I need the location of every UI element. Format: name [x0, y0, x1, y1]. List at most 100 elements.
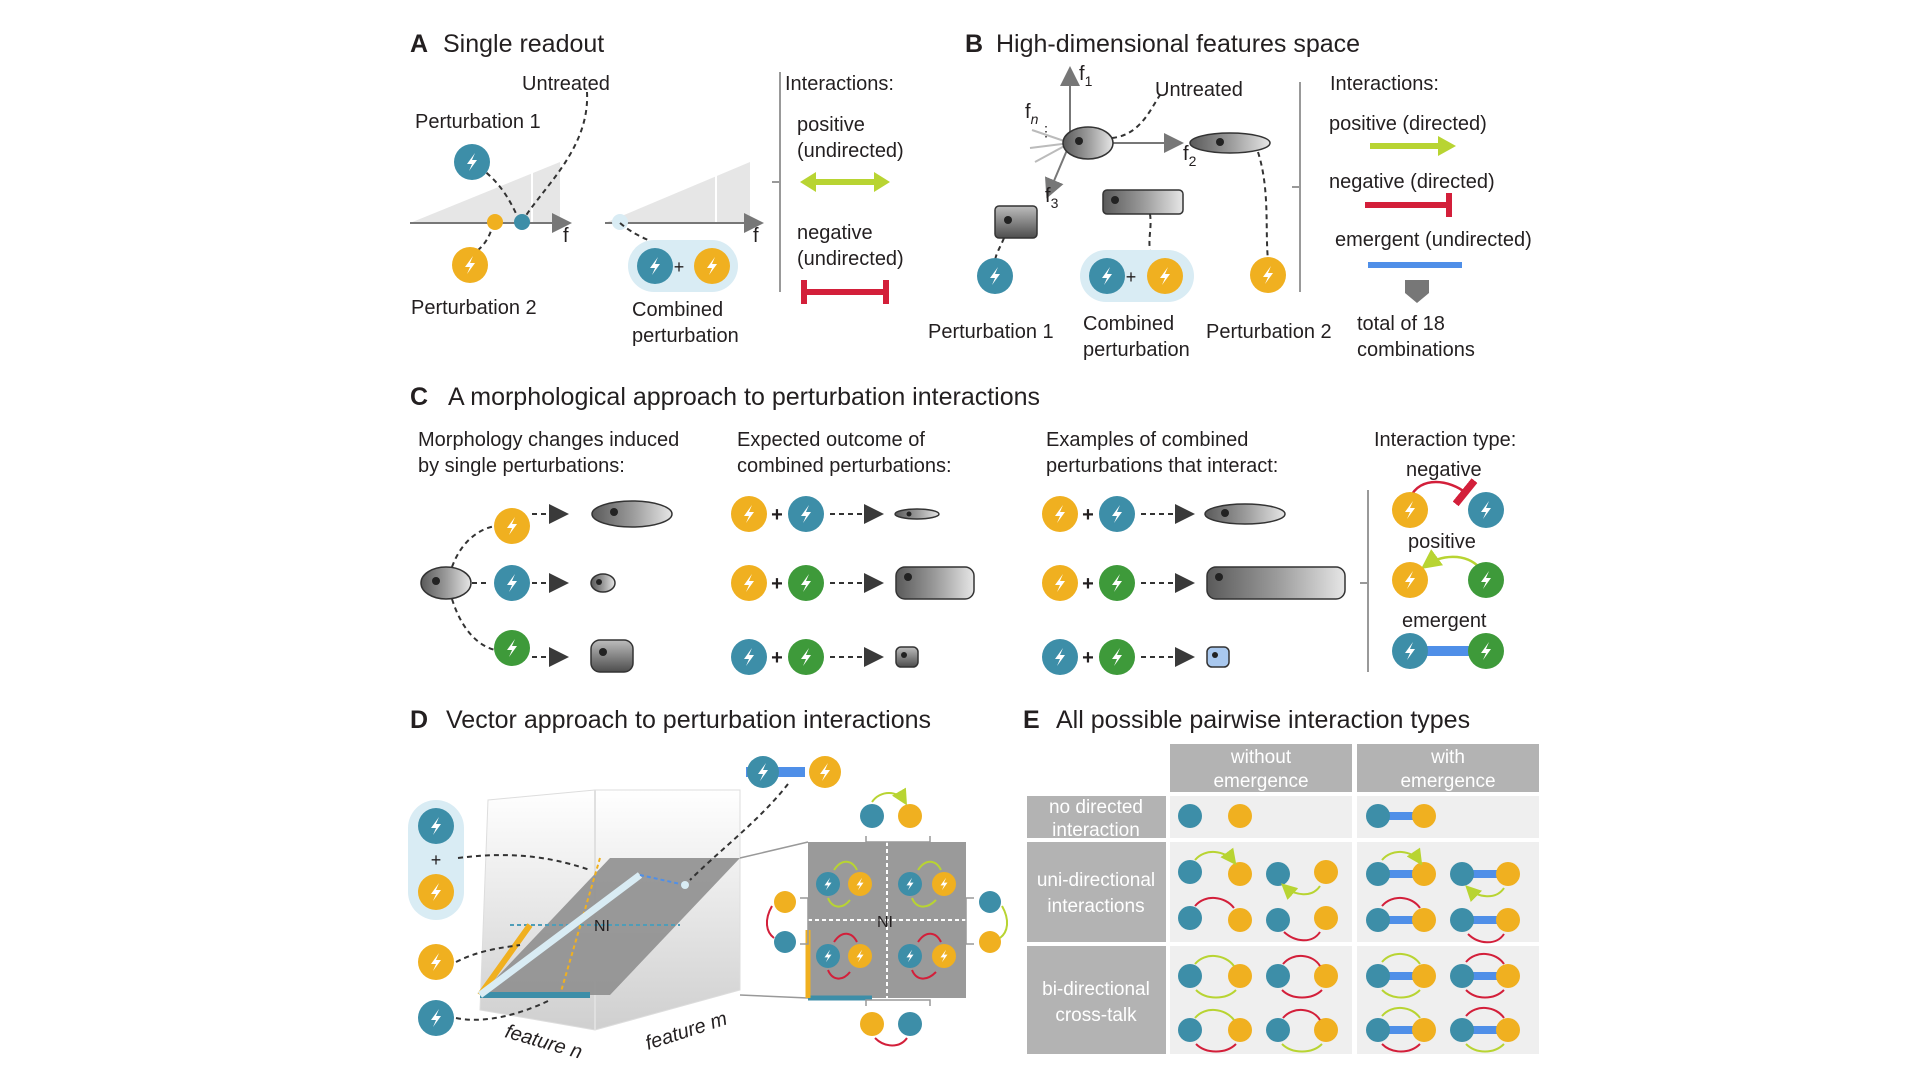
combined-link — [619, 222, 669, 253]
zoom-line-bottom — [739, 994, 809, 999]
panel-a-letter: A — [410, 30, 428, 58]
panel-a-title: Single readout — [443, 30, 604, 58]
combined-orange-d — [418, 874, 454, 910]
emergent-pair-orange — [809, 756, 841, 788]
row-label-2-a: uni-directional — [1037, 870, 1155, 891]
positive-directed-arrow — [1370, 136, 1456, 156]
header-without — [1170, 744, 1352, 792]
zoom-line-top — [739, 841, 809, 859]
positive-type-green — [1468, 562, 1504, 598]
interaction-plane — [480, 858, 740, 995]
cell-1-1-pair — [1178, 804, 1252, 828]
result-small — [590, 573, 616, 593]
branch-bottom — [451, 598, 496, 651]
result-elongated-nucleus — [610, 508, 618, 516]
expected-row-1: + — [731, 496, 940, 532]
feature-m-label: feature m — [643, 1008, 730, 1055]
header-without-2: emergence — [1213, 771, 1308, 792]
panel-b-title: High-dimensional features space — [996, 30, 1360, 58]
combined-orange-icon-b — [1147, 258, 1183, 294]
emergent-undirected-label: emergent (undirected) — [1335, 229, 1532, 251]
combined-nucleus-b — [1111, 196, 1119, 204]
perturbation2-label-b: Perturbation 2 — [1206, 321, 1332, 343]
col1-heading-1: Morphology changes induced — [418, 429, 679, 451]
single-orange-d — [418, 944, 454, 980]
total-label-2: combinations — [1357, 339, 1475, 361]
combined-label-b2: perturbation — [1083, 339, 1190, 361]
p1-dot — [514, 214, 530, 230]
f3-label: f3 — [1045, 185, 1059, 211]
zoom-bottom-pair — [860, 999, 931, 1047]
combined-label-a1: Combined — [632, 299, 723, 321]
row-label-1-b: interaction — [1052, 820, 1140, 841]
ni-label-zoom: NI — [877, 914, 893, 931]
svg-text:+: + — [771, 647, 783, 669]
cell-2-1-pairs — [1178, 847, 1338, 942]
col2-heading-2: combined perturbations: — [737, 455, 952, 477]
positive-directed-label: positive (directed) — [1329, 113, 1487, 135]
branch-top — [451, 525, 496, 568]
perturbation1-icon — [454, 144, 490, 180]
total-label-1: total of 18 — [1357, 313, 1445, 335]
single-green-icon — [494, 630, 530, 666]
emergent-type-green — [1468, 633, 1504, 669]
row-label-3 — [1027, 946, 1166, 1054]
negative-directed-bar — [1365, 193, 1452, 217]
combined-plus-a: + — [674, 257, 685, 277]
expected-row-3: + — [731, 639, 919, 675]
untreated-cell-c — [420, 566, 472, 600]
result-square-nucleus — [599, 648, 607, 656]
untreated-label-b: Untreated — [1155, 79, 1243, 101]
emergent-type-teal — [1392, 633, 1428, 669]
svg-text:+: + — [1082, 647, 1094, 669]
interact-row-1: + — [1042, 496, 1286, 532]
combined-cell-b — [1102, 189, 1184, 215]
negative-type-orange — [1392, 492, 1428, 528]
svg-text:+: + — [1082, 504, 1094, 526]
positive-label-a2: (undirected) — [797, 140, 904, 162]
legend-brace-a — [772, 72, 781, 292]
combined-dot — [612, 214, 628, 230]
panel-b-letter: B — [965, 30, 983, 58]
header-with-2: emergence — [1400, 771, 1495, 792]
p2-dot — [487, 214, 503, 230]
panel-a: A Single readout f Untreated Perturbatio… — [410, 30, 904, 347]
untreated-link-b — [1111, 94, 1161, 139]
legend-brace-c — [1360, 490, 1369, 672]
result-small-nucleus — [596, 579, 602, 585]
single-orange-icon — [494, 508, 530, 544]
interactions-title-b: Interactions: — [1330, 73, 1439, 95]
header-with — [1357, 744, 1539, 792]
header-without-1: without — [1230, 747, 1292, 768]
untreated-link — [521, 91, 589, 223]
row-label-3-b: cross-talk — [1055, 1005, 1137, 1026]
cell-2-2-pairs — [1366, 847, 1520, 944]
panel-e-title: All possible pairwise interaction types — [1056, 706, 1470, 734]
interactions-title-a: Interactions: — [785, 73, 894, 95]
vector-emergent — [639, 874, 686, 886]
cell-1-2-pair — [1366, 804, 1436, 828]
positive-type-orange — [1392, 562, 1428, 598]
fn-dots: ⋮ — [1039, 123, 1053, 139]
single-teal-icon — [494, 565, 530, 601]
zoom-right-pair — [965, 891, 1008, 953]
row-label-1-a: no directed — [1049, 797, 1143, 818]
negative-type-teal — [1468, 492, 1504, 528]
legend-brace-b — [1292, 82, 1301, 292]
vector-orange — [477, 923, 533, 997]
untreated-nucleus-c — [432, 577, 440, 585]
readout-wedge — [410, 162, 560, 223]
combined-plus-b: + — [1126, 267, 1137, 287]
panel-b: B High-dimensional features space f1 f2 … — [928, 30, 1532, 361]
perturbation1-label-b: Perturbation 1 — [928, 321, 1054, 343]
panel-e: E All possible pairwise interaction type… — [1023, 706, 1539, 1054]
interact-row-2: + — [1042, 565, 1346, 601]
p2-link-b — [1257, 151, 1269, 261]
zoom-left-pair — [766, 891, 809, 953]
positive-type-label: positive — [1408, 531, 1476, 553]
negative-type-label: negative — [1406, 459, 1482, 481]
total-chevron — [1405, 280, 1429, 303]
axis-f-label-1: f — [563, 225, 569, 247]
svg-text:+: + — [1082, 573, 1094, 595]
